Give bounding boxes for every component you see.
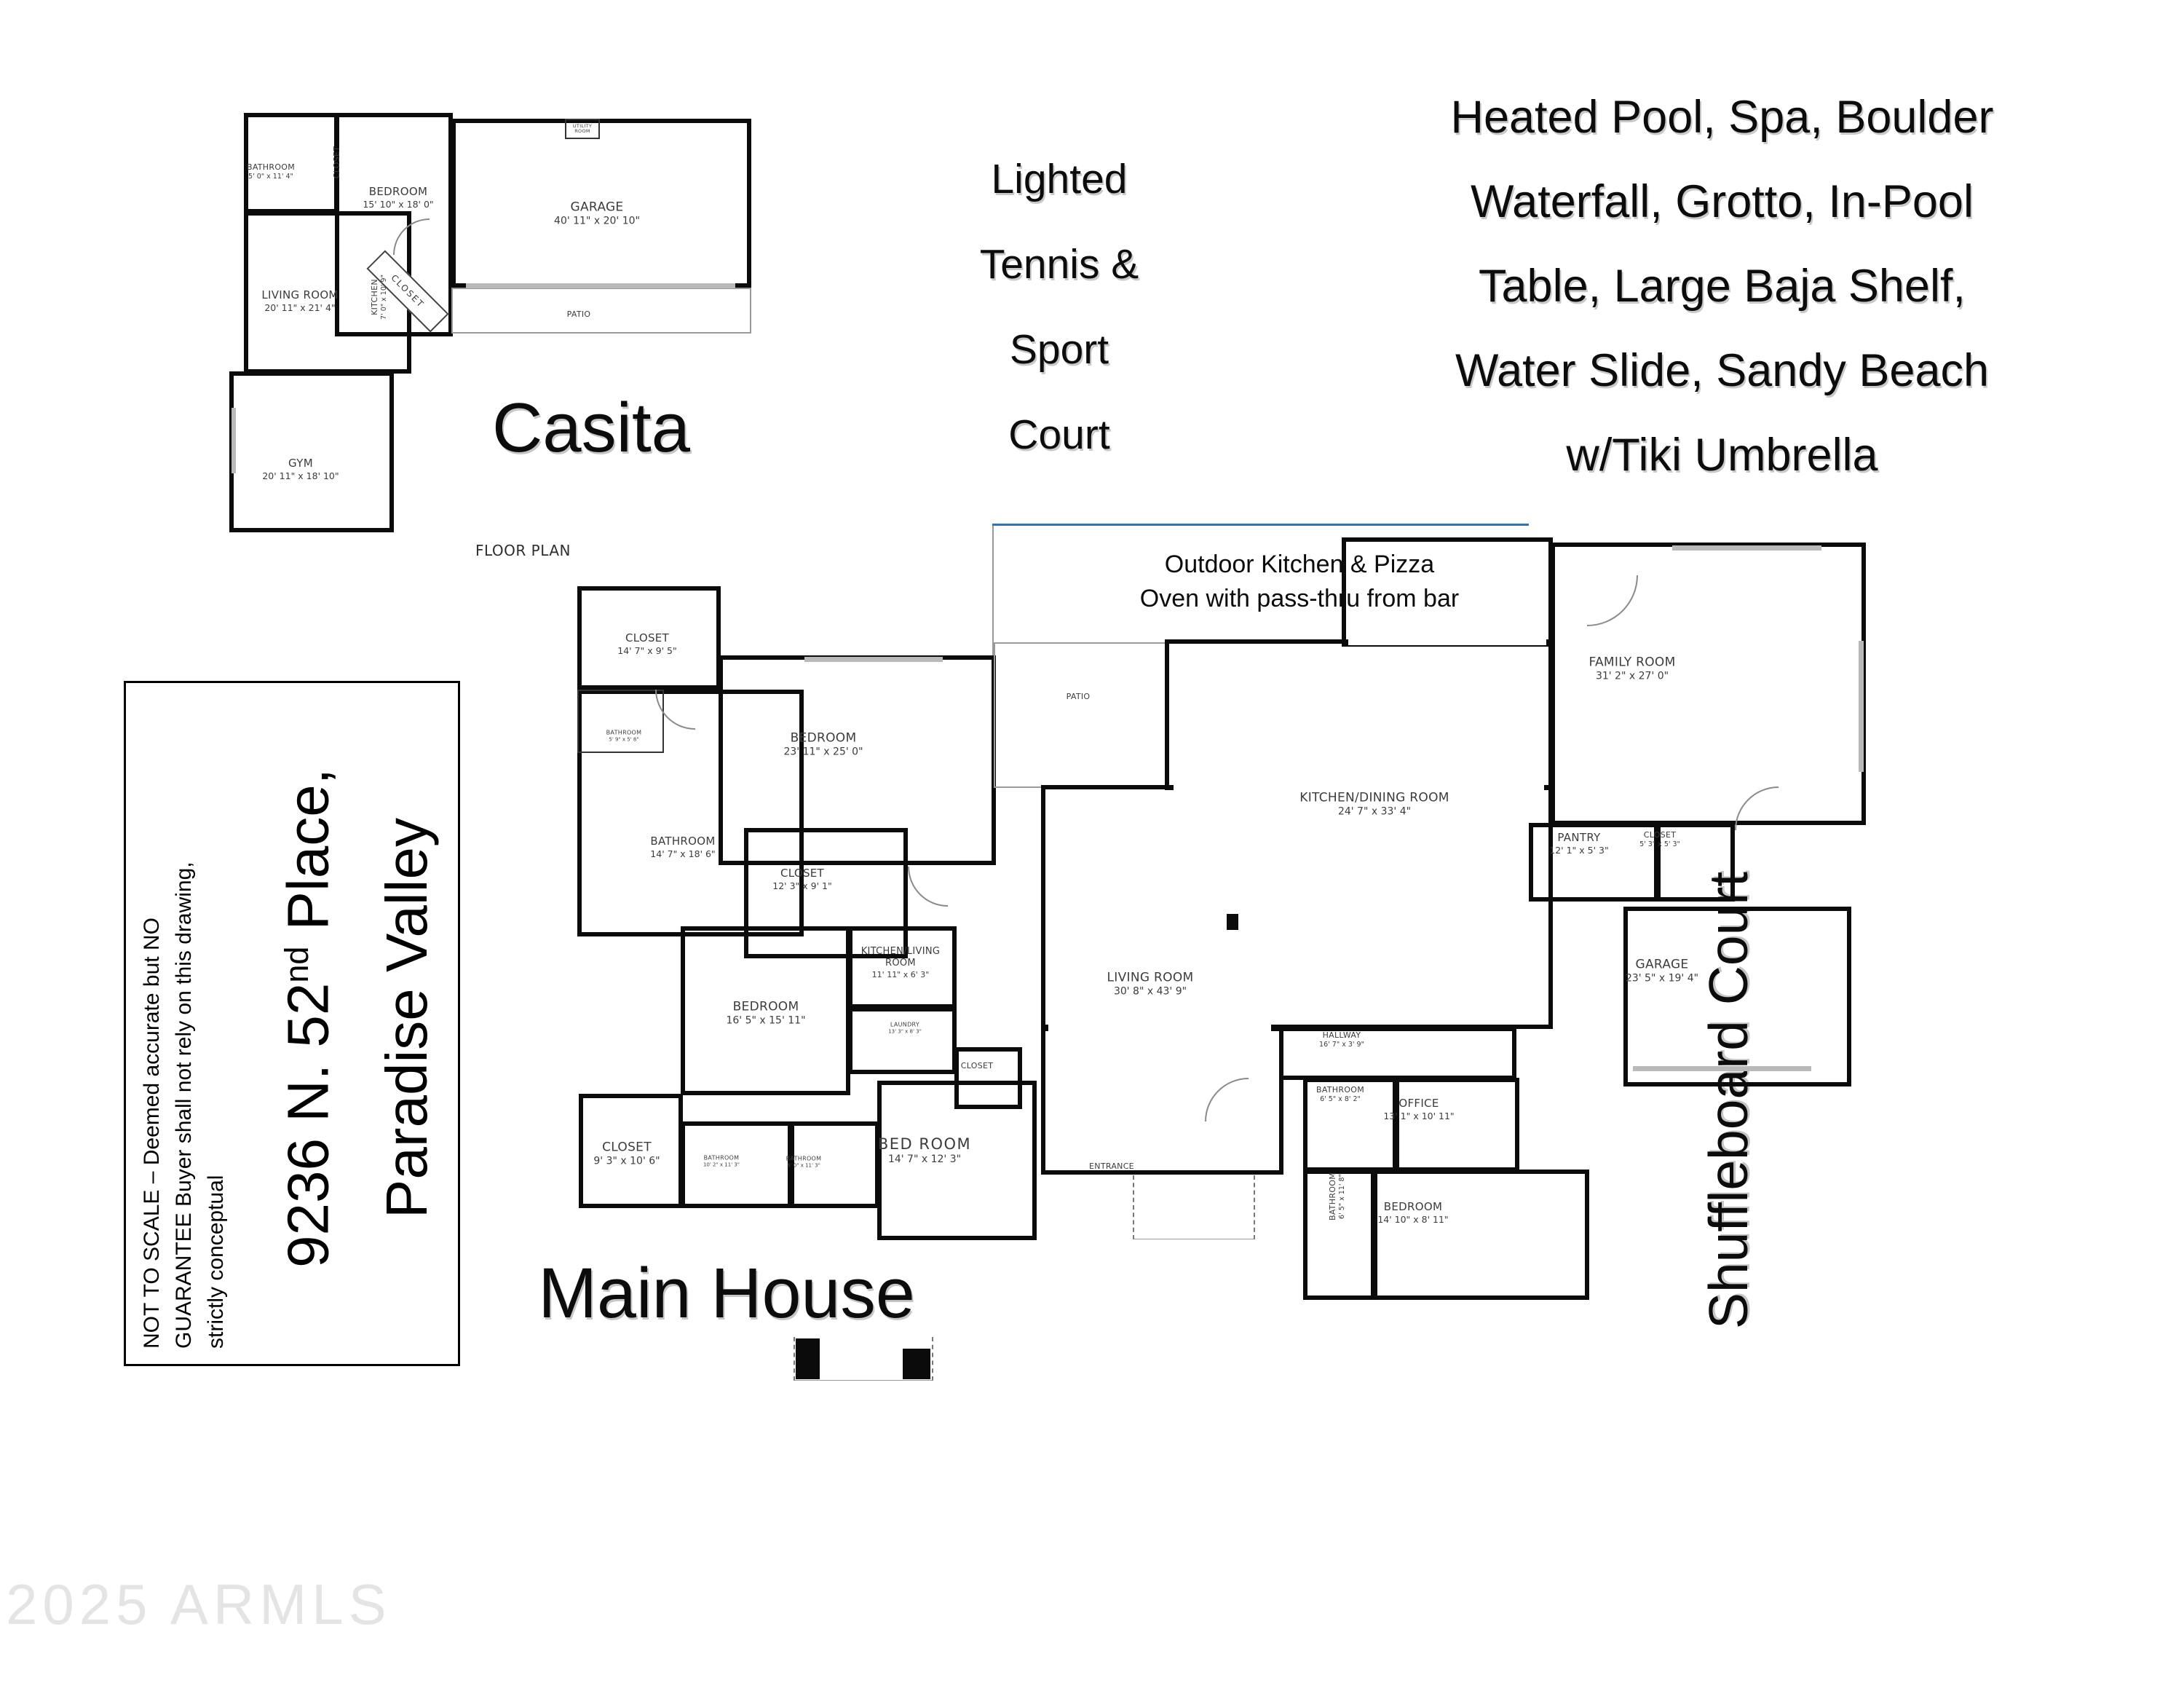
main-bedroom3-label: BED ROOM 14' 7" x 12' 3" (877, 1135, 972, 1166)
family-room-window-right (1859, 641, 1864, 772)
family-room-window (1672, 545, 1821, 551)
main-bedroom4-walls (1373, 1170, 1589, 1300)
armls-watermark: 2025 ARMLS (6, 1572, 392, 1636)
main-closetmid-label: CLOSET (960, 1061, 994, 1071)
porch-step (903, 1349, 930, 1379)
wall-opening (1174, 781, 1544, 794)
main-laundry-label: LAUNDRY 13' 3" x 8' 3" (888, 1021, 922, 1035)
disclaimer-line: strictly conceptual (204, 1175, 228, 1349)
main-closet-nw-walls (577, 586, 721, 690)
main-bathroom4-label: BATHROOM 8' 0" x 11' 3" (786, 1155, 822, 1169)
main-kitchenliving-label: KITCHEN/LIVING ROOM 11' 11" x 6' 3" (860, 945, 941, 979)
floor-plan-caption: FLOOR PLAN (475, 542, 571, 559)
main-family-label: FAMILY ROOM 31' 2" x 27' 0" (1588, 655, 1676, 682)
main-office-walls (1395, 1078, 1519, 1172)
main-smallbath-label: BATHROOM 5' 9" x 5' 8" (606, 729, 642, 743)
main-bar-walls (1342, 537, 1553, 647)
main-bedroom2-label: BEDROOM 16' 5" x 15' 11" (726, 999, 806, 1027)
tennis-line: Tennis & (979, 241, 1139, 288)
outdoor-kitchen-line: Oven with pass-thru from bar (1139, 585, 1460, 612)
tennis-line: Sport (1009, 326, 1109, 373)
pool-line: Table, Large Baja Shelf, (1479, 261, 1966, 312)
main-office-label: OFFICE 13' 1" x 10' 11" (1383, 1096, 1455, 1121)
main-garage-label: GARAGE 23' 5" x 19' 4" (1625, 957, 1699, 985)
main-bathroom4-walls (790, 1121, 879, 1208)
main-patio-label: PATIO (1066, 692, 1091, 702)
main-hallway-walls (1279, 1027, 1516, 1080)
casita-bathroom-label: BATHROOM 5' 0" x 11' 4" (246, 162, 296, 181)
property-address: 9236 N. 52nd Place, Paradise Valley (248, 690, 451, 1346)
main-entrance-label: ENTRANCE (1089, 1162, 1134, 1172)
casita-gym-label: GYM 20' 11" x 18' 10" (262, 456, 339, 481)
casita-kitchen-label: KITCHEN 7' 0" x 10' 9" (370, 275, 388, 320)
tennis-line: Lighted (991, 156, 1128, 202)
main-bedroom3-walls (877, 1081, 1037, 1240)
entry-porch-outline (1133, 1175, 1255, 1239)
main-masterbath-label: BATHROOM 14' 7" x 18' 6" (650, 834, 716, 859)
main-kitchenliving-walls (848, 926, 957, 1009)
pool-line: w/Tiki Umbrella (1566, 430, 1878, 481)
disclaimer-notice: NOT TO SCALE – Deemed accurate but NO GU… (136, 693, 253, 1349)
main-bathroom6-label: BATHROOM 6' 5" x 11' 8" (1328, 1172, 1346, 1221)
casita-title: Casita (491, 389, 691, 467)
casita-patio-label: PATIO (566, 309, 591, 320)
main-kitchen-block-walls (1165, 639, 1553, 790)
casita-patio-outline (451, 288, 751, 334)
wall-opening (1048, 1022, 1271, 1033)
main-bathroom3-label: BATHROOM 10' 2" x 11' 3" (703, 1154, 740, 1168)
casita-closet-label: CLOSET (332, 146, 342, 179)
main-mastercloset-walls (744, 828, 908, 958)
main-closetsw-label: CLOSET 9' 3" x 10' 6" (593, 1140, 660, 1167)
main-closete-label: CLOSET 5' 3" x 5' 3" (1639, 830, 1680, 848)
casita-gym-window (232, 408, 236, 473)
main-mastercloset-label: CLOSET 12' 3" x 9' 1" (772, 866, 832, 891)
pool-line: Waterfall, Grotto, In-Pool (1471, 176, 1974, 227)
porch-outline (794, 1337, 933, 1381)
main-living-label: LIVING ROOM 30' 8" x 43' 9" (1107, 970, 1194, 998)
outdoor-kitchen-line: Outdoor Kitchen & Pizza (1164, 551, 1435, 578)
main-closetsw-walls (579, 1094, 683, 1208)
pool-features-note: Heated Pool, Spa, Boulder Waterfall, Gro… (1367, 75, 2077, 497)
main-closete-walls (1656, 823, 1735, 902)
casita-utility-label: UTILITY ROOM (572, 122, 593, 134)
door-arc (908, 867, 948, 907)
main-garage-walls (1623, 907, 1851, 1086)
casita-bedroom-walls (335, 113, 453, 336)
porch-step (796, 1338, 820, 1379)
main-bedroom4-label: BEDROOM 14' 10" x 8' 11" (1377, 1199, 1449, 1225)
address-line-1: 9236 N. 52nd Place, (275, 768, 341, 1269)
main-laundry-walls (848, 1007, 957, 1074)
main-masterbed-label: BEDROOM 23' 11" x 25' 0" (783, 730, 863, 758)
casita-garage-label: GARAGE 40' 11" x 20' 10" (554, 200, 640, 227)
main-bathroom5-label: BATHROOM 6' 5" x 8' 2" (1315, 1085, 1365, 1103)
disclaimer-line: GUARANTEE Buyer shall not rely on this d… (172, 861, 196, 1349)
disclaimer-line: NOT TO SCALE – Deemed accurate but NO (140, 918, 164, 1349)
tennis-line: Court (1008, 411, 1110, 458)
casita-bedroom-label: BEDROOM 15' 10" x 18' 0" (363, 184, 434, 210)
fireplace-block (1227, 914, 1238, 930)
main-smallbath-walls (577, 690, 664, 753)
annotation-box-edge (992, 526, 994, 782)
casita-garage-door (466, 283, 735, 288)
casita-utility-walls (565, 119, 600, 139)
pool-line: Water Slide, Sandy Beach (1455, 345, 1990, 396)
master-bedroom-window (804, 657, 943, 662)
main-house-title: Main House (538, 1253, 915, 1333)
main-closet-nw-label: CLOSET 14' 7" x 9' 5" (617, 631, 677, 656)
outdoor-kitchen-note: Outdoor Kitchen & Pizza Oven with pass-t… (1088, 548, 1511, 616)
main-garage-door (1633, 1066, 1811, 1071)
pool-line: Heated Pool, Spa, Boulder (1450, 92, 1994, 143)
main-pantry-label: PANTRY 12' 1" x 5' 3" (1549, 830, 1609, 856)
casita-living-label: LIVING ROOM 20' 11" x 21' 4" (261, 288, 339, 313)
annotation-blue-line (992, 524, 1529, 526)
main-patio-outline (994, 642, 1167, 788)
main-closetmid-walls (954, 1047, 1022, 1109)
casita-gym-walls (229, 371, 394, 532)
address-line-2: Paradise Valley (373, 818, 439, 1218)
main-kitchendining-label: KITCHEN/DINING ROOM 24' 7" x 33' 4" (1299, 790, 1449, 818)
wall-opening (1348, 635, 1546, 645)
tennis-court-note: Lighted Tennis & Sport Court (935, 137, 1183, 478)
disclaimer-box (124, 681, 460, 1366)
main-hallway-label: HALLWAY 16' 7" x 3' 9" (1319, 1030, 1364, 1049)
